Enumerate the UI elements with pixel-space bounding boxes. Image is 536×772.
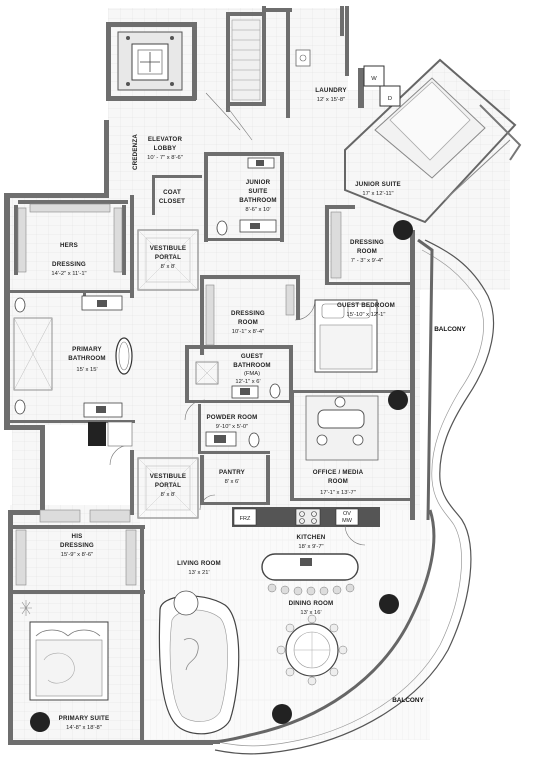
his-dressing-name-2: DRESSING xyxy=(60,542,94,549)
junior-bath-name-1: JUNIOR xyxy=(246,179,271,186)
living-room-name: LIVING ROOM xyxy=(177,560,221,567)
primary-bath-dims: 15' x 15' xyxy=(76,367,97,373)
vestibule-2-name-2: PORTAL xyxy=(155,482,181,489)
office-furniture xyxy=(305,395,379,461)
primary-suite-dims: 14'-8" x 18'-8" xyxy=(66,725,102,731)
balcony-label-upper: BALCONY xyxy=(434,326,466,333)
primary-bath-fixtures xyxy=(13,295,133,447)
junior-bath-fixtures xyxy=(216,157,277,236)
dining-table xyxy=(276,614,348,686)
pantry-name: PANTRY xyxy=(219,469,246,476)
powder-room-dims: 9'-10" x 5'-0" xyxy=(216,424,248,430)
office-name-2: ROOM xyxy=(328,478,348,485)
dressing-junior-name-1: DRESSING xyxy=(350,239,384,246)
guest-bath-name-2: BATHROOM xyxy=(233,362,271,369)
vestibule-1-name-1: VESTIBULE xyxy=(150,245,187,252)
hers-dressing-name-2: DRESSING xyxy=(52,261,86,268)
vestibule-1-dims: 8' x 8' xyxy=(161,264,176,270)
junior-suite-wing xyxy=(344,58,522,224)
junior-suite-dims: 17' x 12'-11" xyxy=(362,191,393,197)
dressing-room-closets xyxy=(15,203,342,586)
junior-bath-name-2: SUITE xyxy=(248,188,267,195)
exterior-curved-wall xyxy=(204,238,436,744)
primary-bath-name-1: PRIMARY xyxy=(72,346,102,353)
hers-dressing-dims: 14'-2" x 11'-1" xyxy=(51,271,86,277)
guest-bath-name-3: (FMA) xyxy=(244,371,260,377)
office-dims: 17'-1" x 13'-7" xyxy=(320,490,356,496)
oven-label: OV xyxy=(343,511,351,517)
room-labels: LAUNDRY 12' x 15'-8" ELEVATOR LOBBY 10' … xyxy=(51,87,466,731)
junior-suite-name: JUNIOR SUITE xyxy=(355,181,401,188)
balcony-label-lower: BALCONY xyxy=(392,697,424,704)
primary-suite-name: PRIMARY SUITE xyxy=(59,715,110,722)
kitchen-island xyxy=(261,553,359,596)
his-dressing-name-1: HIS xyxy=(72,533,83,540)
dryer-label: D xyxy=(388,96,392,102)
vestibule-2-dims: 8' x 8' xyxy=(161,492,176,498)
dressing-junior-name-2: ROOM xyxy=(357,248,377,255)
coat-closet-name-1: COAT xyxy=(163,189,181,196)
kitchen-dims: 18' x 9'-7" xyxy=(298,544,323,550)
beds xyxy=(29,299,378,701)
living-sofa xyxy=(158,590,240,735)
guest-bedroom-name: GUEST BEDROOM xyxy=(337,302,395,309)
stairs xyxy=(231,19,261,101)
powder-room-name: POWDER ROOM xyxy=(206,414,257,421)
laundry-sink xyxy=(295,49,311,67)
elevator-lobby-dims: 10' - 7" x 8'-6" xyxy=(147,155,183,161)
coat-closet-name-2: CLOSET xyxy=(159,198,185,205)
dressing-junior-dims: 7' - 3" x 9'-4" xyxy=(351,258,383,264)
fridge-label: FRZ xyxy=(240,516,251,522)
dressing-guest-dims: 10'-1" x 8'-4" xyxy=(232,329,264,335)
office-name-1: OFFICE / MEDIA xyxy=(313,469,364,476)
living-room-dims: 13' x 21' xyxy=(188,570,209,576)
junior-bath-dims: 8'-6" x 10' xyxy=(245,207,270,213)
vestibule-2-name-1: VESTIBULE xyxy=(150,473,187,480)
dressing-guest-name-2: ROOM xyxy=(238,319,258,326)
vestibule-portals xyxy=(137,229,199,519)
pantry-dims: 8' x 6' xyxy=(225,479,240,485)
hers-dressing-name-1: HERS xyxy=(60,242,78,249)
junior-bath-name-3: BATHROOM xyxy=(239,197,277,204)
dining-room-dims: 13' x 16' xyxy=(300,610,321,616)
guest-bath-name-1: GUEST xyxy=(241,353,263,360)
elevator-lobby-name-1: ELEVATOR xyxy=(148,136,183,143)
guest-bedroom-dims: 15'-10" x 12'-1" xyxy=(347,312,386,318)
door-swings xyxy=(109,92,366,546)
primary-bath-name-2: BATHROOM xyxy=(68,355,106,362)
microwave-label: MW xyxy=(342,518,353,524)
kitchen-name: KITCHEN xyxy=(297,534,326,541)
structural-columns xyxy=(30,220,413,732)
dressing-guest-name-1: DRESSING xyxy=(231,310,265,317)
elevator-lobby-name-2: LOBBY xyxy=(154,145,177,152)
washer-label: W xyxy=(371,76,377,82)
guest-bath-dims: 12'-1" x 6' xyxy=(235,379,260,385)
credenza-label: CREDENZA xyxy=(132,134,139,170)
elevator xyxy=(117,31,183,91)
kitchen-appliances: FRZ OV MW xyxy=(233,508,359,526)
powder-room-fixtures xyxy=(205,431,260,448)
vestibule-1-name-2: PORTAL xyxy=(155,254,181,261)
laundry-name: LAUNDRY xyxy=(315,87,347,94)
balcony-outline xyxy=(214,239,495,755)
plant-icon xyxy=(20,600,32,616)
washer-dryer: W D xyxy=(363,65,401,107)
dining-room-name: DINING ROOM xyxy=(289,600,334,607)
his-dressing-dims: 15'-9" x 8'-6" xyxy=(61,552,93,558)
guest-bath-fixtures xyxy=(195,361,281,399)
laundry-dims: 12' x 15'-8" xyxy=(317,97,345,103)
